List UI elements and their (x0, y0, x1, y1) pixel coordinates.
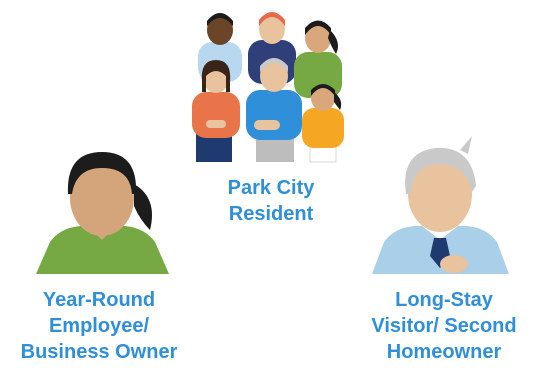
label-line: Year-Round (42, 289, 156, 311)
label-line: Resident (228, 203, 314, 225)
label-park-city-resident: Park City Resident (196, 175, 346, 227)
person-front-left (192, 60, 240, 162)
group-of-people-icon (192, 12, 344, 163)
gray-haired-man-tie-icon (372, 136, 509, 274)
label-line: Business Owner (20, 341, 178, 363)
label-line: Homeowner (386, 341, 502, 363)
label-line: Visitor/ Second (371, 315, 517, 337)
woman-ponytail-icon (36, 152, 169, 274)
label-long-stay-visitor: Long-Stay Visitor/ Second Homeowner (354, 287, 534, 365)
label-line: Park City (227, 177, 315, 199)
person-front-middle (246, 58, 302, 162)
label-year-round-employee: Year-Round Employee/ Business Owner (8, 287, 190, 365)
label-line: Long-Stay (395, 289, 493, 311)
person-front-right (302, 84, 344, 163)
label-line: Employee/ (48, 315, 150, 337)
